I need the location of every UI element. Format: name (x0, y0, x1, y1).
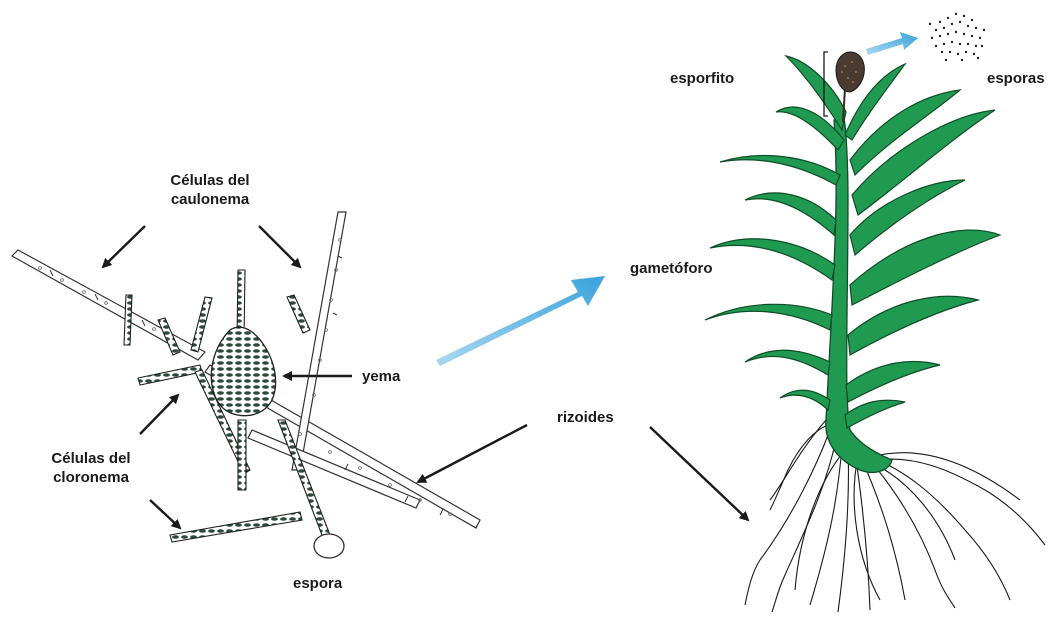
gametoforo-label: gametóforo (630, 259, 713, 278)
rizoides-arrow-left (418, 425, 527, 482)
sporophyte-capsule (836, 52, 864, 92)
cloronema-arrow-down (150, 500, 180, 528)
caulonema-arrow-right (259, 226, 300, 267)
espora-label: espora (293, 574, 342, 593)
cloronema-arrow-up (140, 395, 178, 434)
spore-release-arrow (866, 32, 918, 55)
cloronema-label: Células del cloronema (36, 449, 146, 487)
yema-label: yema (362, 367, 400, 386)
cloronema-label-line1: Células del (36, 449, 146, 468)
caulonema-label-line2: caulonema (150, 190, 270, 209)
bud (211, 327, 275, 415)
development-arrow (436, 276, 605, 366)
caulonema-label: Células del caulonema (150, 171, 270, 209)
esporas-label: esporas (987, 69, 1045, 88)
cloronema-label-line2: cloronema (36, 468, 146, 487)
gametophore (705, 13, 1045, 612)
rhizoids (745, 420, 1045, 612)
spore (314, 534, 344, 558)
leaves (705, 56, 1000, 428)
rizoides-label: rizoides (557, 408, 614, 427)
protonema (12, 212, 480, 558)
esporofito-label: esporfito (670, 69, 734, 88)
caulonema-label-line1: Células del (150, 171, 270, 190)
spores-cloud (929, 13, 985, 61)
caulonema-arrow-left (103, 226, 145, 267)
rizoides-arrow-right (650, 427, 748, 520)
